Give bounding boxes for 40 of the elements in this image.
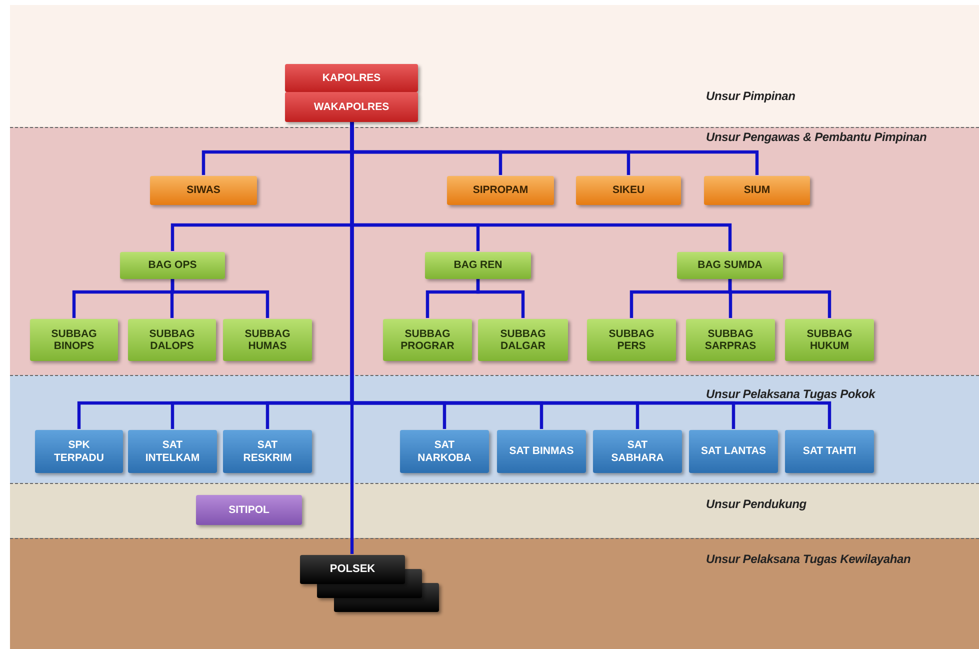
stacked-boxes: POLSEK: [300, 555, 439, 612]
connector-line: [728, 278, 832, 318]
section-label: Unsur Pendukung: [706, 496, 806, 510]
section-band: [10, 127, 979, 375]
unit-box: SAT BINMAS: [497, 430, 586, 473]
unit-box: SUBBAG HUKUM: [785, 319, 874, 361]
unit-box: SIKEU: [576, 176, 681, 205]
unit-box: SUBBAG PROGRAR: [383, 319, 472, 361]
section-band: [10, 483, 979, 538]
section-band: [10, 5, 979, 127]
unit-box: SIUM: [704, 176, 810, 205]
unit-box: SAT INTELKAM: [128, 430, 217, 473]
unit-box: SAT RESKRIM: [223, 430, 312, 473]
unit-box: KAPOLRES: [285, 64, 418, 92]
unit-box: SAT TAHTI: [785, 430, 874, 473]
unit-box: SUBBAG DALGAR: [478, 319, 568, 361]
connector-line: [476, 278, 525, 318]
unit-box: SIWAS: [150, 176, 257, 205]
connector-line: [170, 278, 270, 318]
section-label: Unsur Pelaksana Tugas Pokok: [706, 386, 876, 400]
unit-box: SIPROPAM: [447, 176, 554, 205]
unit-box: SPK TERPADU: [35, 430, 123, 473]
unit-box: BAG SUMDA: [677, 252, 783, 279]
unit-box: WAKAPOLRES: [285, 92, 418, 122]
section-label: Unsur Pimpinan: [706, 89, 796, 103]
unit-box: BAG REN: [425, 252, 531, 279]
unit-box: SUBBAG HUMAS: [223, 319, 312, 361]
unit-box: SAT SABHARA: [593, 430, 682, 473]
section-label: Unsur Pengawas & Pembantu Pimpinan: [706, 130, 927, 144]
section-label: Unsur Pelaksana Tugas Kewilayahan: [706, 552, 911, 566]
unit-box: SUBBAG PERS: [587, 319, 676, 361]
section-band: [10, 375, 979, 483]
unit-box: SUBBAG SARPRAS: [686, 319, 775, 361]
unit-box: SUBBAG DALOPS: [128, 319, 216, 361]
unit-box: SUBBAG BINOPS: [30, 319, 118, 361]
unit-box: BAG OPS: [120, 252, 225, 279]
section-band: [10, 538, 979, 649]
unit-box: SAT NARKOBA: [400, 430, 489, 473]
unit-box: SITIPOL: [196, 495, 302, 525]
unit-box: SAT LANTAS: [689, 430, 778, 473]
